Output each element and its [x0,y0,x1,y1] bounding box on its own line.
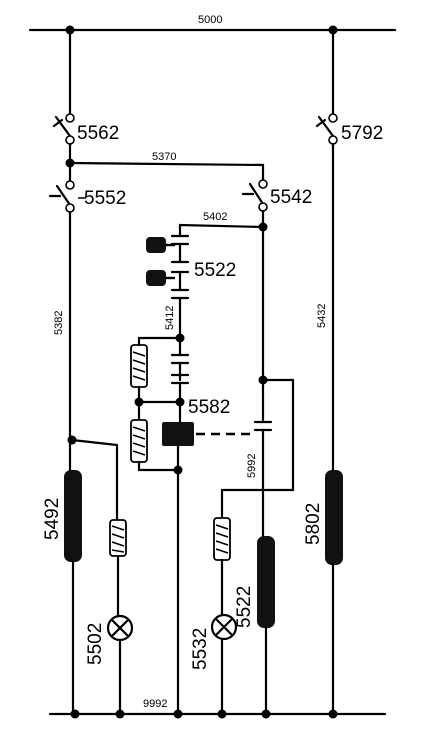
wire-label-5402: 5402 [203,211,227,223]
resistor-right [213,517,231,561]
label-5522-contact: 5522 [194,260,236,281]
label-5582: 5582 [188,397,230,418]
lamp-5532: 5532 [190,613,238,670]
coil-5802: 5802 [303,470,343,565]
relay-5582: 5582 [162,397,255,446]
lamp-5502: 5502 [85,614,134,665]
lamp-5532-branch: 5532 [190,517,238,716]
wire-label-5432: 5432 [316,304,328,328]
resistor-upper [130,344,148,388]
label-5802: 5802 [303,503,324,545]
middle-branch: 5402 5522 5412 [130,209,268,716]
lamp-5502-branch: 5502 [70,438,134,716]
resistor-lower [130,419,148,463]
coil-5522: 5522 [234,536,275,716]
switch-5792: 5792 [315,113,383,145]
label-5562: 5562 [77,123,119,144]
switch-5562: 5562 [52,113,119,145]
label-5792: 5792 [341,123,383,144]
label-5542: 5542 [270,187,312,208]
label-5502: 5502 [85,623,106,665]
relay-contacts: 5992 [220,375,295,538]
label-5532: 5532 [190,628,211,670]
contact-middle [170,343,190,385]
switch-5552: 5552 [48,180,126,213]
top-bus: 5000 [28,14,397,35]
wire-label-5992: 5992 [246,454,258,478]
switch-5542: 5542 [241,179,312,212]
label-5522-coil: 5522 [234,586,255,628]
wire-label-5412: 5412 [164,306,176,330]
right-branch: 5792 5432 5802 [303,28,383,716]
wire-label-5370: 5370 [152,151,176,163]
wire-label-5000: 5000 [198,14,222,26]
contact-5522: 5522 [146,234,236,300]
label-5552: 5552 [84,188,126,209]
wire-label-9992: 9992 [143,698,167,710]
bottom-bus: 9992 [48,698,387,719]
coil-5492: 5492 [42,470,82,562]
left-branch: 5562 5552 5382 5492 [42,28,126,716]
label-5492: 5492 [42,498,63,540]
wire-label-5382: 5382 [53,311,65,335]
cross-5370: 5370 [68,151,265,182]
